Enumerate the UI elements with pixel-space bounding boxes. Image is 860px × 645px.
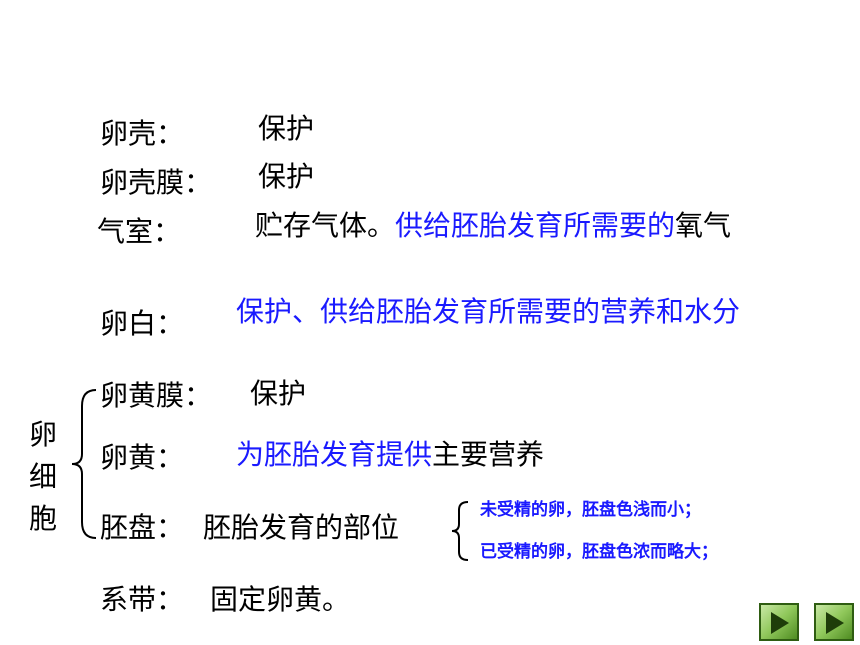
membrane-label: 卵壳膜： bbox=[100, 166, 213, 199]
chalaza-label: 系带： bbox=[100, 583, 185, 616]
fertilized-note: 已受精的卵，胚盘色浓而略大； bbox=[480, 542, 718, 562]
egg-cell-brace bbox=[71, 389, 97, 539]
yolk-label: 卵黄： bbox=[100, 441, 185, 474]
yolk-membrane-label: 卵黄膜： bbox=[100, 379, 213, 412]
unfertilized-note: 未受精的卵，胚盘色浅而小； bbox=[480, 500, 701, 520]
chalaza-desc: 固定卵黄。 bbox=[210, 583, 351, 616]
shell-desc: 保护 bbox=[258, 112, 315, 145]
egg-cell-label: 卵 细 胞 bbox=[28, 418, 57, 535]
membrane-desc: 保护 bbox=[258, 160, 315, 193]
yolk-membrane-desc: 保护 bbox=[250, 377, 307, 410]
shell-label: 卵壳： bbox=[100, 117, 185, 150]
disc-label: 胚盘： bbox=[100, 511, 185, 544]
air-desc: 贮存气体。供给胚胎发育所需要的氧气 bbox=[255, 209, 732, 242]
disc-brace bbox=[451, 501, 469, 561]
white-label: 卵白： bbox=[100, 307, 185, 340]
white-desc: 保护、供给胚胎发育所需要的营养和水分 bbox=[236, 295, 741, 328]
air-label: 气室： bbox=[97, 215, 182, 248]
yolk-desc: 为胚胎发育提供主要营养 bbox=[236, 438, 545, 471]
disc-desc: 胚胎发育的部位 bbox=[203, 511, 400, 544]
prev-slide-button[interactable] bbox=[759, 603, 799, 641]
next-slide-button[interactable] bbox=[814, 603, 854, 641]
